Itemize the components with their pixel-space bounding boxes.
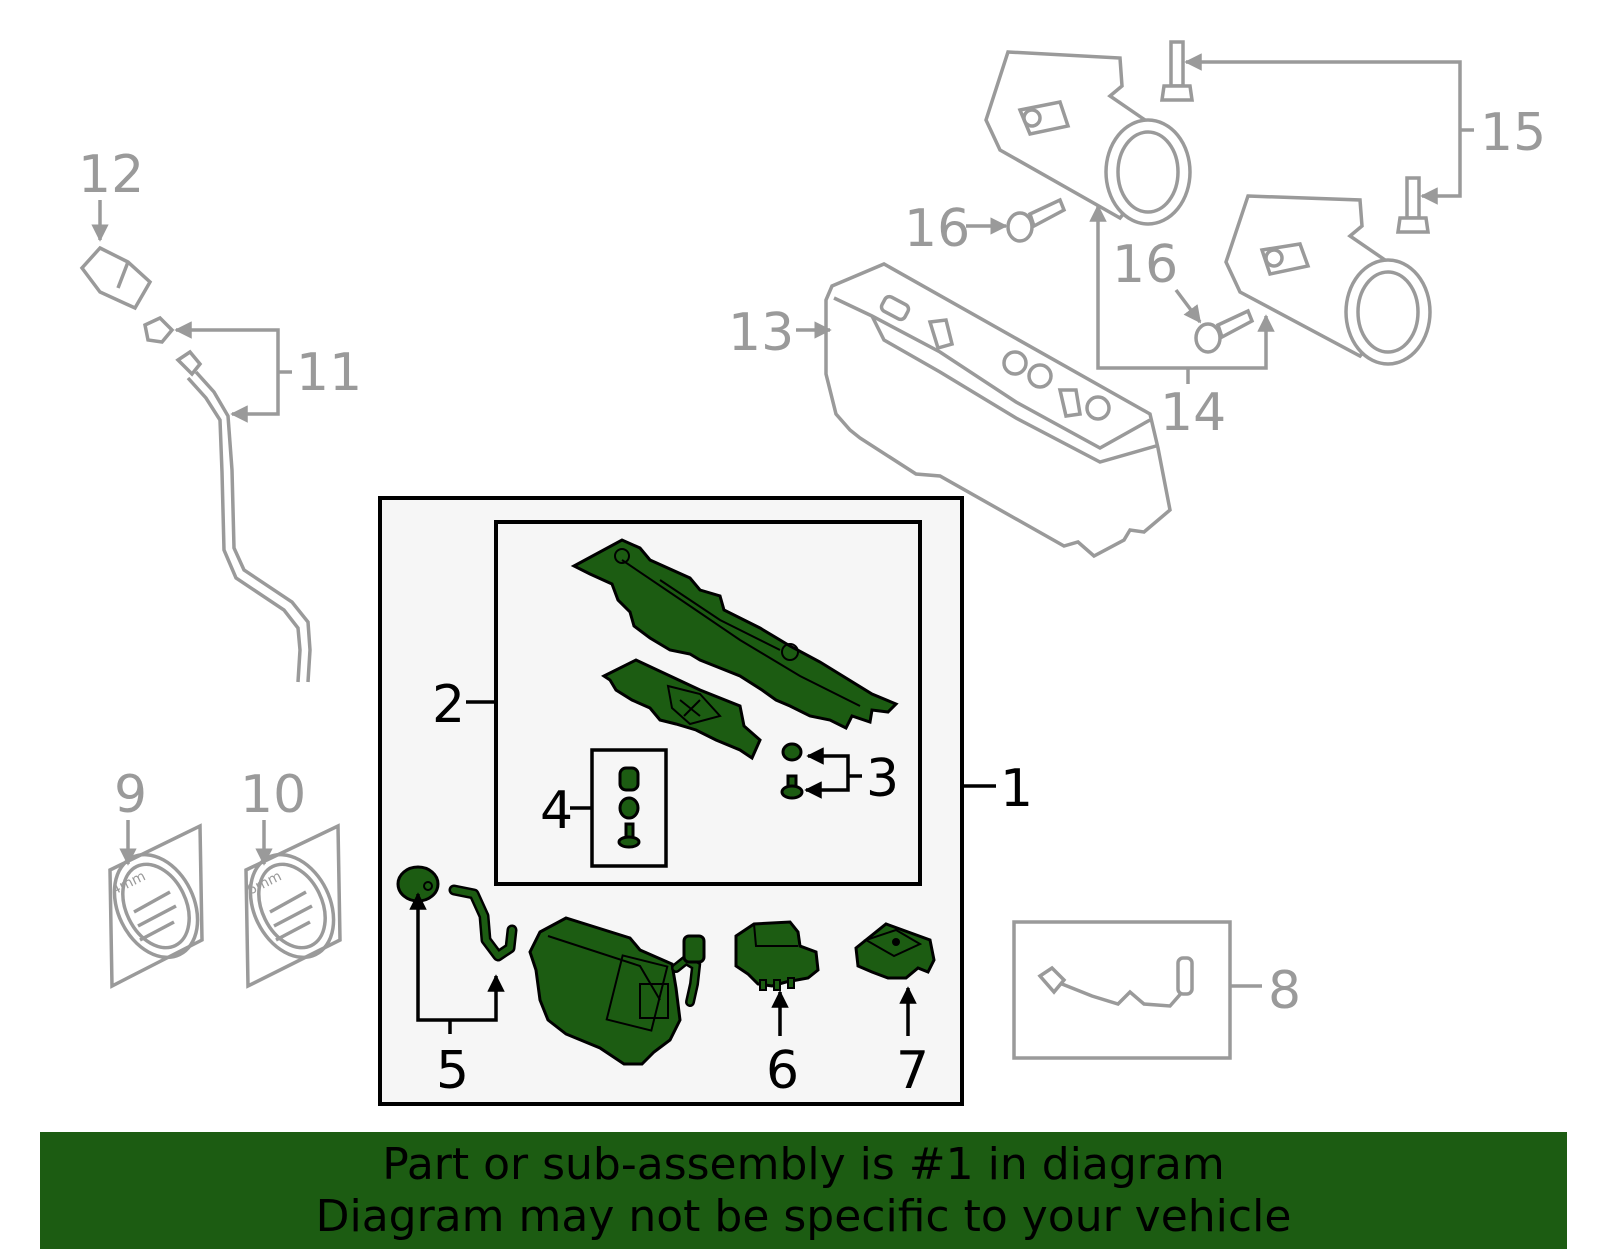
leader-15a — [1184, 53, 1462, 130]
part-8-frame — [1012, 920, 1232, 1060]
callout-3: 3 — [866, 749, 899, 809]
part-12-cap — [79, 245, 153, 311]
leader-16b — [1174, 288, 1202, 324]
part-14-mount-upper — [984, 50, 1192, 226]
leader-5b — [450, 974, 505, 1022]
part-13-housing — [824, 262, 1172, 559]
leader-11 — [174, 321, 280, 372]
callout-5: 5 — [436, 1041, 469, 1101]
info-banner: Part or sub-assembly is #1 in diagram Di… — [40, 1132, 1567, 1249]
leader-5a — [409, 892, 450, 1022]
part-2-lower-bracket — [601, 658, 762, 761]
banner-line-2: Diagram may not be specific to your vehi… — [315, 1190, 1292, 1242]
part-15-bolt-upper — [1159, 40, 1195, 102]
leader-3a — [806, 747, 850, 776]
callout-10: 10 — [240, 765, 306, 825]
part-3-fastener-bolt — [780, 774, 804, 800]
callout-13: 13 — [728, 303, 794, 363]
callout-7: 7 — [896, 1041, 929, 1101]
callout-14: 14 — [1160, 383, 1226, 443]
callout-15: 15 — [1480, 103, 1546, 163]
leader-14a — [1089, 204, 1188, 370]
part-6-valve — [734, 920, 820, 991]
callout-6: 6 — [766, 1041, 799, 1101]
part-2-upper-bracket — [570, 538, 899, 731]
part-9-sticker: 4mm — [108, 823, 204, 989]
part-14-mount-lower — [1224, 194, 1432, 366]
callout-2: 2 — [432, 675, 465, 735]
callout-11: 11 — [296, 343, 362, 403]
callout-4: 4 — [540, 781, 573, 841]
leader-14b — [1188, 314, 1275, 370]
part-15-bolt-lower — [1395, 176, 1431, 234]
callout-16b: 16 — [1112, 235, 1178, 295]
callout-1: 1 — [1000, 759, 1033, 819]
leader-11b — [230, 372, 280, 423]
part-5-cap — [396, 865, 440, 903]
part-3-fastener-nut — [781, 742, 803, 762]
leader-15b — [1420, 130, 1462, 205]
callout-16a: 16 — [904, 199, 970, 259]
part-10-sticker: 6mm — [244, 823, 342, 989]
banner-line-1: Part or sub-assembly is #1 in diagram — [382, 1138, 1225, 1190]
callout-9: 9 — [114, 765, 147, 825]
leader-3b — [804, 776, 850, 799]
part-11-tube — [143, 315, 312, 683]
callout-12: 12 — [78, 145, 144, 205]
part-5-compressor — [528, 916, 706, 1066]
part-16-stud-b — [1194, 308, 1255, 354]
part-4-grommets — [617, 766, 641, 849]
part-7-sensor — [854, 922, 936, 980]
part-16-stud-a — [1006, 197, 1067, 243]
part-5-harness — [448, 884, 518, 962]
callout-8: 8 — [1268, 961, 1301, 1021]
part-8-hose — [1037, 956, 1194, 1008]
